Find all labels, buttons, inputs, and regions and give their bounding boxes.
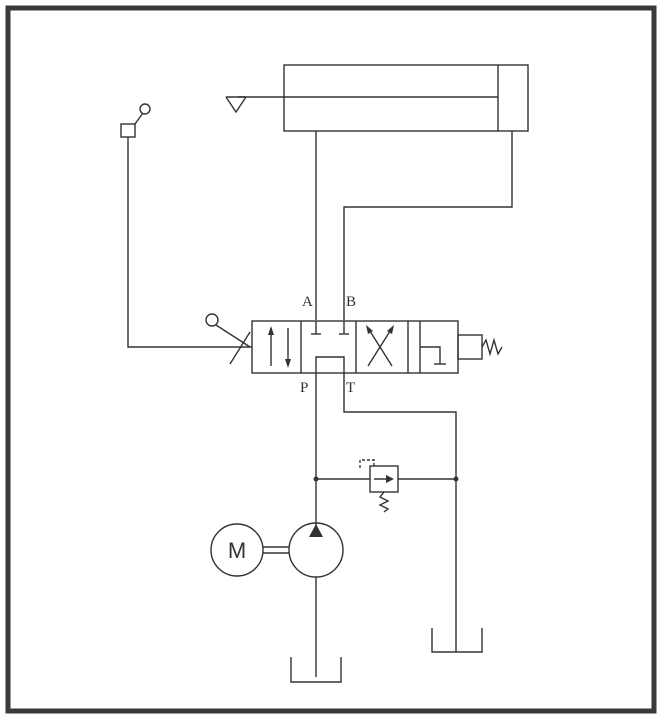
limit-switch-roller-icon [139,103,151,115]
port-label-a: A [302,294,313,310]
port-label-t: T [346,380,355,396]
motor-label: M [228,538,246,563]
valve-section-blocked [419,321,446,373]
frame-border [5,5,657,714]
valve-section-center [311,321,349,373]
lever-knob-icon [205,313,219,327]
junction-dot-right [453,476,459,482]
pump-flow-arrow-icon [309,524,323,537]
pilot-line [127,137,220,348]
limit-switch [120,103,151,138]
relief-pilot-line [359,459,375,468]
motor-body [210,523,264,577]
hydraulic-cylinder [225,64,529,132]
valve-section-parallel [268,326,291,368]
relief-spring-icon [378,491,390,513]
directional-valve [251,320,459,374]
tank-suction [290,657,342,683]
spring-housing [457,334,483,360]
cylinder-barrel [283,64,529,132]
spring-return [457,334,503,360]
tank-return [431,628,483,653]
line-b [343,131,513,320]
port-label-p: P [300,380,308,396]
lever-actuator [205,313,252,365]
valve-section-crossed [366,325,394,367]
return-line [343,373,457,652]
spring-icon [481,337,503,357]
limit-switch-box [120,123,136,138]
rod-end-load-icon [225,96,247,114]
junction-dot-left [313,476,319,482]
relief-valve [359,459,399,513]
port-label-b: B [346,294,356,310]
hydraulic-pump [288,522,344,578]
electric-motor: M [210,523,264,577]
